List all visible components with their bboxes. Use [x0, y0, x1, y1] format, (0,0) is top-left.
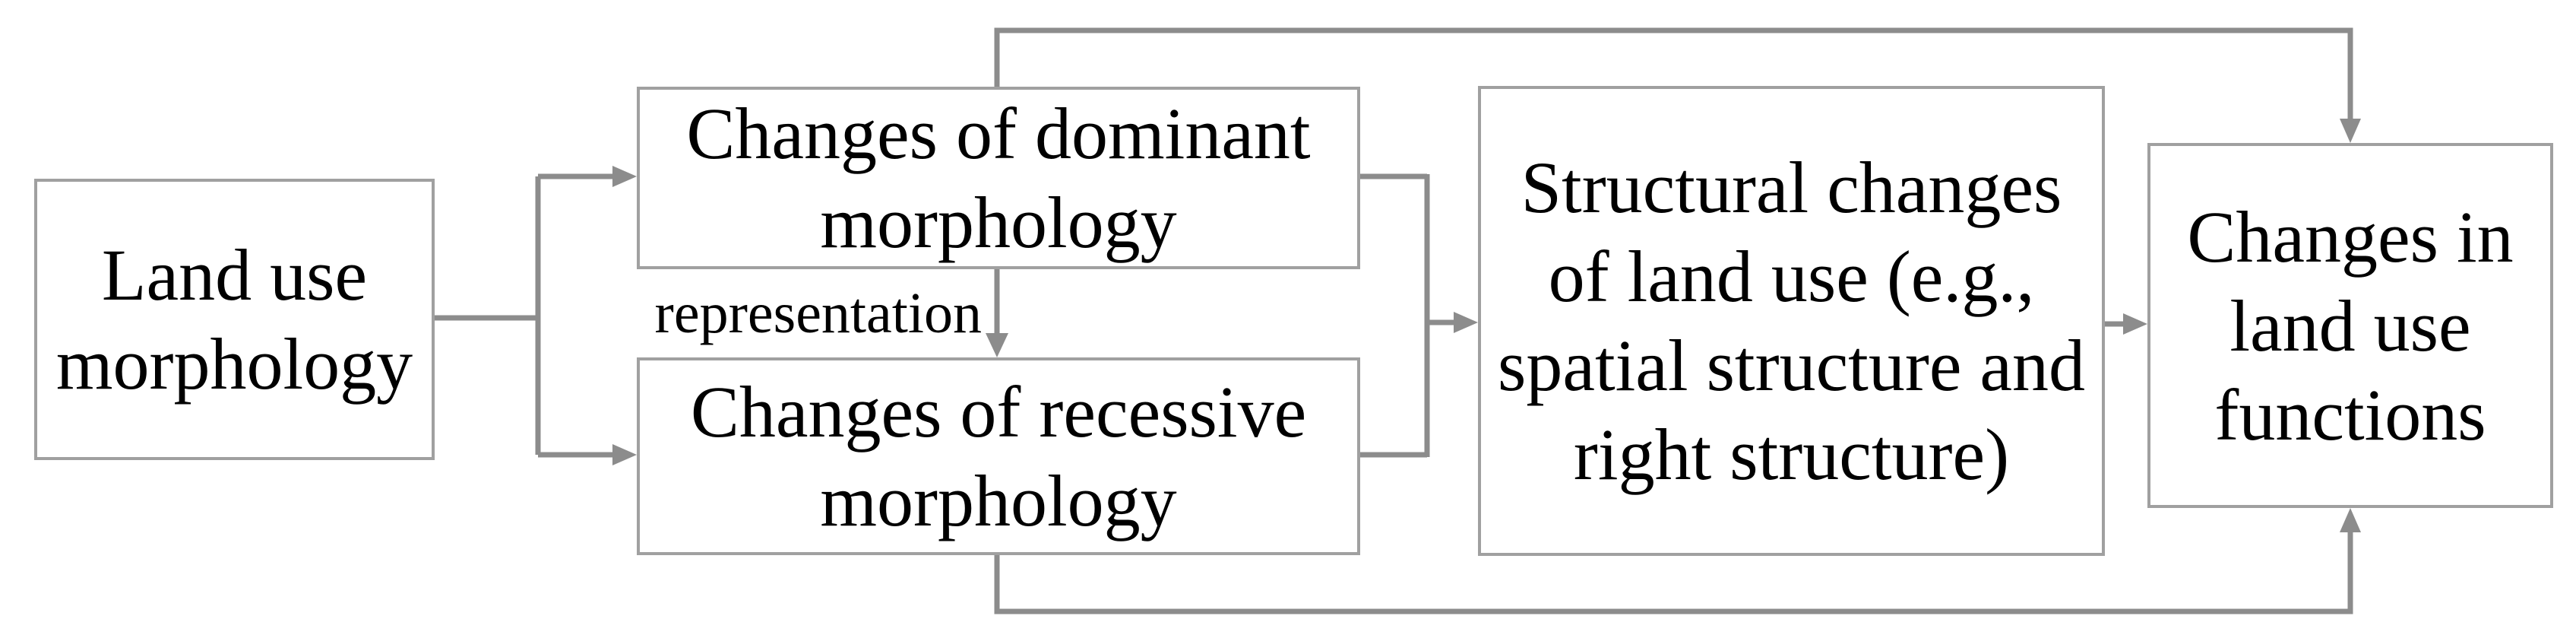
arrowhead-into-functions-left [2123, 313, 2147, 335]
box-land-use-morphology-text: Land use morphology [55, 234, 413, 405]
connector-bottom-loop [994, 532, 2353, 614]
arrowhead-into-recessive [612, 444, 637, 465]
box-changes-land-use-functions: Changes in land use functions [2147, 143, 2553, 508]
label-representation: representation [623, 278, 982, 348]
label-representation-text: representation [654, 281, 982, 345]
arrowhead-into-structural [1454, 312, 1478, 333]
box-changes-dominant-morphology-text: Changes of dominant morphology [686, 93, 1311, 263]
box-changes-land-use-functions-text: Changes in land use functions [2187, 195, 2514, 456]
box-land-use-morphology: Land use morphology [34, 179, 435, 460]
box-changes-recessive-morphology: Changes of recessive morphology [637, 357, 1360, 555]
box-structural-changes-land-use-text: Structural changes of land use (e.g., sp… [1497, 147, 2086, 495]
box-changes-dominant-morphology: Changes of dominant morphology [637, 87, 1360, 269]
arrowhead-into-dominant [612, 166, 637, 187]
arrowhead-bottom-into-functions [2340, 508, 2361, 532]
box-changes-recessive-morphology-text: Changes of recessive morphology [690, 371, 1307, 541]
connector-top-loop [994, 27, 2353, 119]
arrowhead-top-into-functions [2340, 119, 2361, 143]
arrowhead-representation [986, 333, 1008, 357]
box-structural-changes-land-use: Structural changes of land use (e.g., sp… [1478, 86, 2105, 556]
